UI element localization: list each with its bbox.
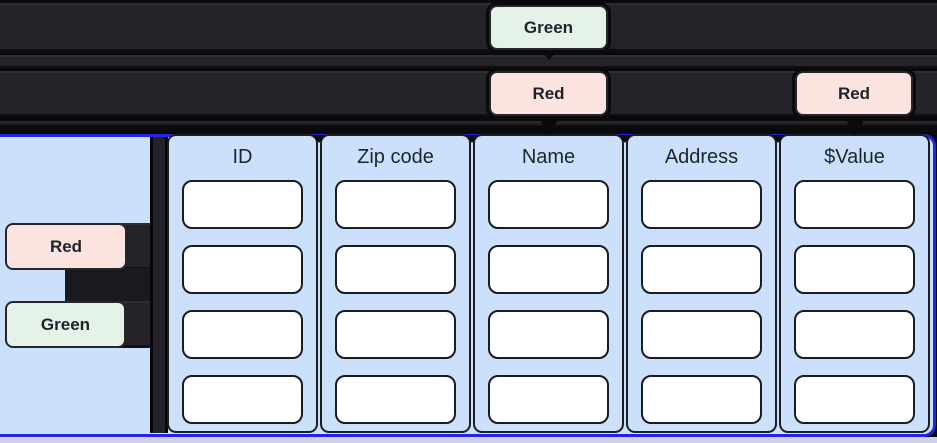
input-field[interactable] — [182, 180, 303, 229]
input-field[interactable] — [641, 245, 762, 294]
top-badge-green[interactable]: Green — [489, 5, 608, 50]
input-field[interactable] — [794, 245, 915, 294]
lane-row-2 — [0, 55, 937, 68]
input-field[interactable] — [794, 375, 915, 424]
input-field[interactable] — [182, 245, 303, 294]
input-field[interactable] — [641, 375, 762, 424]
left-badge-green[interactable]: Green — [5, 301, 126, 348]
green-pointer-arrow-icon — [540, 50, 558, 60]
column-header: Zip code — [357, 146, 434, 168]
divider-bar — [150, 137, 168, 433]
input-field[interactable] — [794, 180, 915, 229]
badge-label: Red — [837, 83, 871, 103]
input-field[interactable] — [641, 310, 762, 359]
top-badge-red-name[interactable]: Red — [489, 71, 608, 116]
badge-label: Red — [532, 83, 565, 103]
badge-label: Green — [523, 17, 574, 37]
lane-row-4 — [0, 121, 937, 127]
lane-row-1 — [0, 3, 937, 51]
table-column: Zip code — [320, 134, 471, 433]
input-field[interactable] — [794, 310, 915, 359]
column-header: Address — [664, 146, 739, 168]
badge-label: Red — [49, 236, 83, 256]
table-column: Address — [626, 134, 777, 433]
footer-strip — [0, 437, 937, 443]
column-joint-wedge-icon — [312, 135, 325, 143]
table-column: ID — [167, 134, 318, 433]
input-field[interactable] — [182, 310, 303, 359]
input-field[interactable] — [335, 310, 456, 359]
column-header: $Value — [824, 146, 885, 168]
top-badge-red-value[interactable]: Red — [795, 71, 913, 116]
left-badge-red[interactable]: Red — [5, 223, 127, 270]
input-field[interactable] — [488, 375, 609, 424]
input-field[interactable] — [488, 180, 609, 229]
column-joint-wedge-icon — [618, 135, 631, 143]
badge-label: Green — [40, 314, 91, 334]
input-field[interactable] — [641, 180, 762, 229]
lane-row-3 — [0, 71, 937, 116]
input-field[interactable] — [488, 245, 609, 294]
red-pointer-arrow-name-icon — [538, 116, 560, 136]
input-field[interactable] — [182, 375, 303, 424]
input-field[interactable] — [335, 180, 456, 229]
left-connector-middle — [65, 268, 150, 303]
table-column: Name — [473, 134, 624, 433]
table-column: $Value — [779, 134, 930, 433]
column-joint-wedge-icon — [465, 135, 478, 143]
input-field[interactable] — [488, 310, 609, 359]
red-pointer-arrow-value-icon — [844, 116, 866, 136]
column-header: ID — [232, 146, 253, 168]
input-field[interactable] — [335, 245, 456, 294]
input-field[interactable] — [335, 375, 456, 424]
column-joint-wedge-icon — [771, 135, 784, 143]
column-header: Name — [521, 146, 576, 168]
